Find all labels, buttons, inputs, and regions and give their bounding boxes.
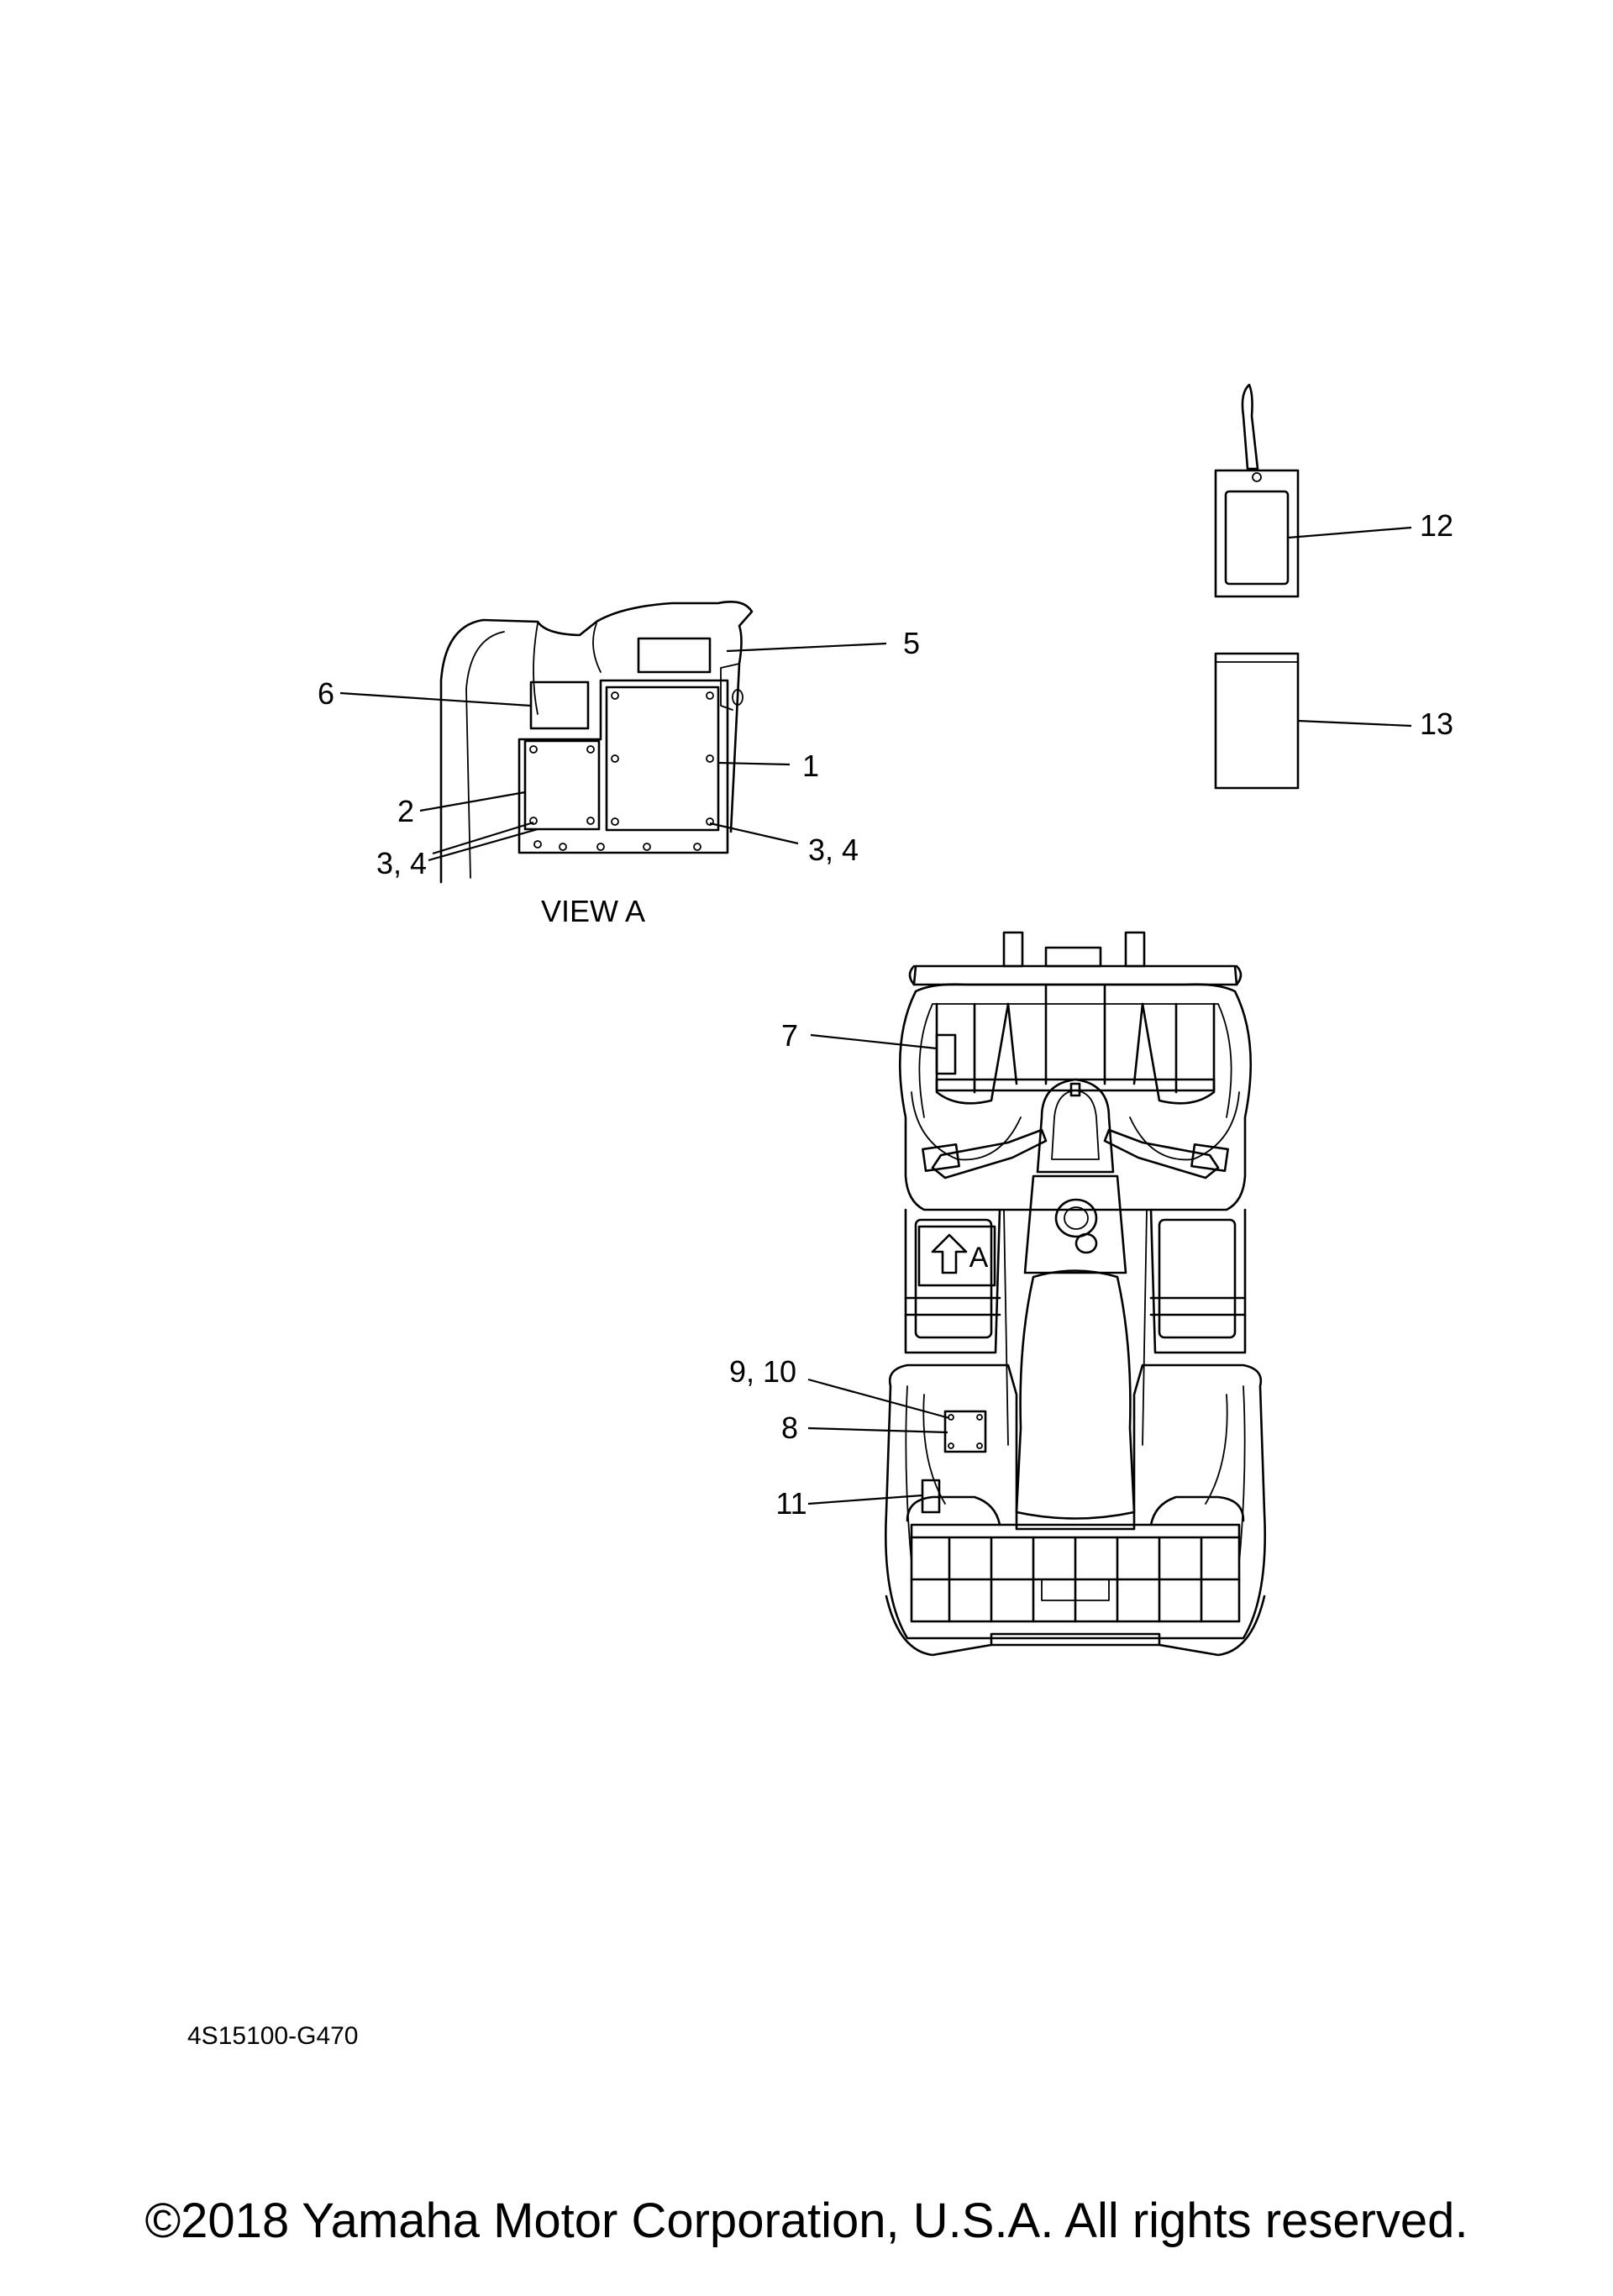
- copyright-notice: ©2018 Yamaha Motor Corporation, U.S.A. A…: [144, 2194, 1469, 2248]
- card-13: [1214, 652, 1300, 790]
- callout-7: 7: [781, 1018, 798, 1053]
- callout-5: 5: [903, 626, 920, 660]
- callout-2: 2: [397, 794, 414, 828]
- svg-text:A: A: [969, 1242, 989, 1274]
- decal-5: [637, 637, 712, 674]
- callout-3-4-left: 3, 4: [376, 846, 427, 880]
- view-a-fender: [439, 601, 754, 884]
- callout-3-4-right: 3, 4: [808, 833, 859, 867]
- callout-1: 1: [802, 749, 819, 783]
- atv-top-view: [884, 931, 1267, 1657]
- view-a-marker: A: [917, 1225, 996, 1287]
- diagram-code: 4S15100-G470: [187, 2022, 359, 2050]
- callout-12: 12: [1420, 508, 1453, 543]
- decal-2: [523, 739, 601, 831]
- view-a-label: VIEW A: [541, 894, 645, 928]
- callout-11: 11: [775, 1486, 806, 1521]
- decal-8: [943, 1410, 987, 1453]
- callout-8: 8: [781, 1411, 798, 1445]
- decal-6: [529, 680, 590, 730]
- callout-9-10: 9, 10: [729, 1354, 796, 1389]
- decal-7: [935, 1033, 957, 1075]
- hang-tag-12: [1214, 383, 1300, 598]
- callout-6: 6: [318, 676, 334, 711]
- decal-1: [605, 686, 720, 832]
- callout-13: 13: [1420, 707, 1453, 741]
